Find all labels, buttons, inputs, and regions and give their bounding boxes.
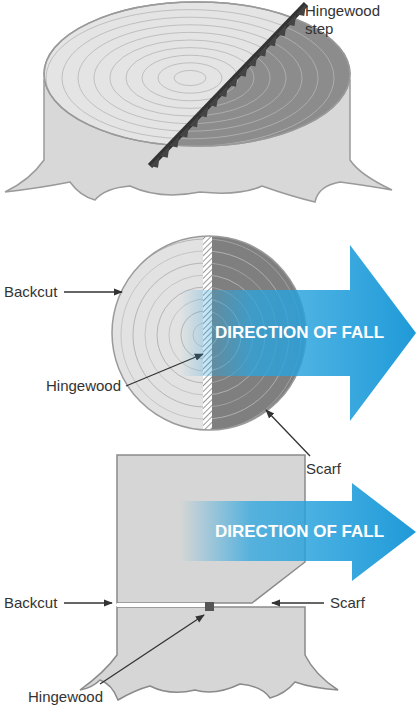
direction-arrow: DIRECTION OF FALL bbox=[180, 483, 416, 581]
part-label: Backcut bbox=[4, 283, 57, 301]
part-label: Hingewood bbox=[28, 688, 103, 706]
stump-top bbox=[5, 0, 392, 202]
part-label: Backcut bbox=[4, 594, 57, 612]
part-label: Scarf bbox=[330, 594, 365, 612]
direction-label: DIRECTION OF FALL bbox=[215, 324, 384, 343]
stump-side-view bbox=[80, 455, 338, 700]
part-label: Hingewood step bbox=[305, 2, 400, 38]
direction-label: DIRECTION OF FALL bbox=[215, 523, 384, 542]
direction-arrow: DIRECTION OF FALL bbox=[180, 245, 416, 421]
part-label: Scarf bbox=[306, 460, 341, 478]
part-label: Hingewood bbox=[46, 377, 121, 395]
